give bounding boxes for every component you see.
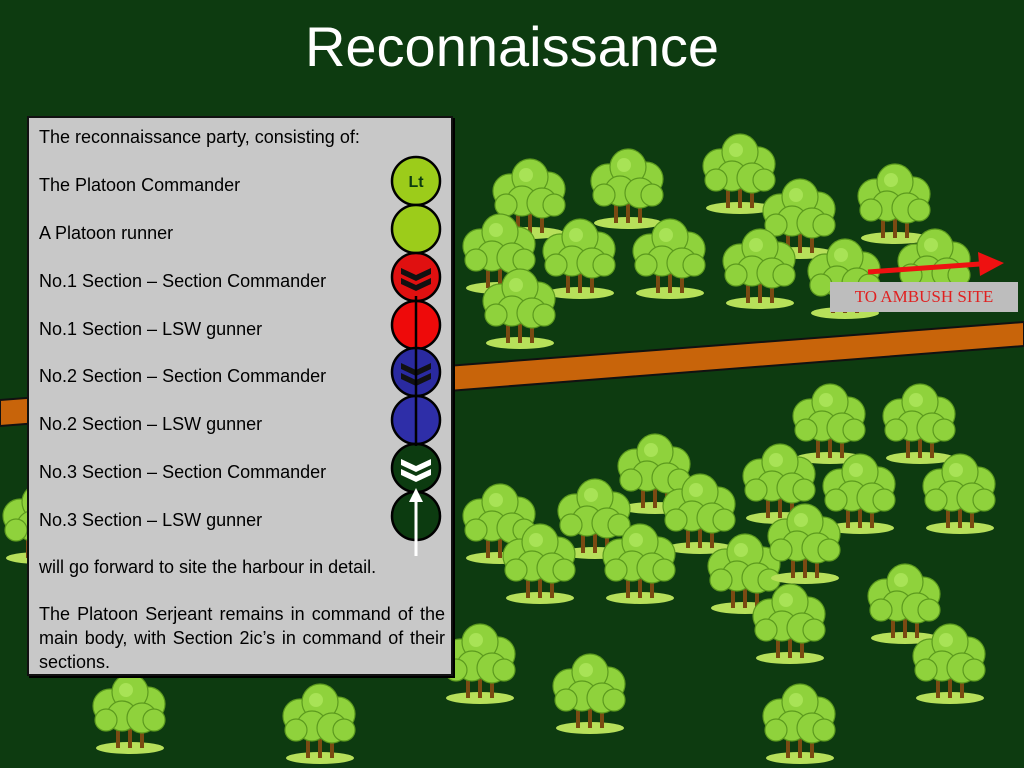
tree-icon xyxy=(922,453,996,534)
member-label-s3-lsw: No.3 Section – LSW gunner xyxy=(39,510,263,530)
recon-party-panel: The reconnaissance party, consisting of:… xyxy=(27,116,453,676)
member-label-s3-commander: No.3 Section – Section Commander xyxy=(39,462,327,482)
token-s1-commander xyxy=(390,251,442,303)
tree-icon xyxy=(282,683,356,764)
tree-icon xyxy=(462,213,536,294)
tree-icon xyxy=(742,443,816,524)
tree-icon xyxy=(752,583,826,664)
member-label-platoon-runner: A Platoon runner xyxy=(39,223,174,243)
member-tokens: Lt xyxy=(390,155,442,556)
tree-icon xyxy=(857,163,931,244)
tree-icon xyxy=(502,523,576,604)
member-label-platoon-commander: The Platoon Commander xyxy=(39,175,241,195)
tree-icon xyxy=(702,133,776,214)
tree-icon xyxy=(542,218,616,299)
tree-icon xyxy=(662,473,736,554)
tree-icon xyxy=(482,268,556,349)
tree-icon xyxy=(882,383,956,464)
tree-icon xyxy=(912,623,986,704)
woodland-south xyxy=(2,383,996,764)
tree-icon xyxy=(92,673,166,754)
tree-icon xyxy=(632,218,706,299)
tree-icon xyxy=(822,453,896,534)
rank-badge-text: Lt xyxy=(408,174,424,191)
tree-icon xyxy=(762,178,836,259)
command-note: The Platoon Serjeant remains in command … xyxy=(39,604,445,672)
tree-icon xyxy=(602,523,676,604)
page-title: Reconnaissance xyxy=(304,15,720,78)
direction-arrow-to-ambush xyxy=(867,252,1004,276)
tree-icon xyxy=(590,148,664,229)
ambush-site-label: TO AMBUSH SITE xyxy=(830,282,1018,312)
chevron-rank-icon xyxy=(401,459,431,482)
intro-text: The reconnaissance party, consisting of: xyxy=(39,127,360,147)
token-s3-commander xyxy=(390,442,442,494)
token-platoon-runner xyxy=(390,203,442,255)
tree-icon xyxy=(792,383,866,464)
member-label-s2-lsw: No.2 Section – LSW gunner xyxy=(39,414,263,434)
tree-icon xyxy=(722,228,796,309)
tree-icon xyxy=(552,653,626,734)
tree-icon xyxy=(762,683,836,764)
token-platoon-commander: Lt xyxy=(390,155,442,207)
member-label-s2-commander: No.2 Section – Section Commander xyxy=(39,366,327,386)
tree-icon xyxy=(462,483,536,564)
chevron-rank-icon xyxy=(401,268,431,291)
member-label-s1-commander: No.1 Section – Section Commander xyxy=(39,271,327,291)
member-label-s1-lsw: No.1 Section – LSW gunner xyxy=(39,319,263,339)
closing-text: will go forward to site the harbour in d… xyxy=(39,557,377,577)
tree-icon xyxy=(767,503,841,584)
tree-icon xyxy=(492,158,566,239)
arrowhead-white-icon xyxy=(409,488,423,502)
